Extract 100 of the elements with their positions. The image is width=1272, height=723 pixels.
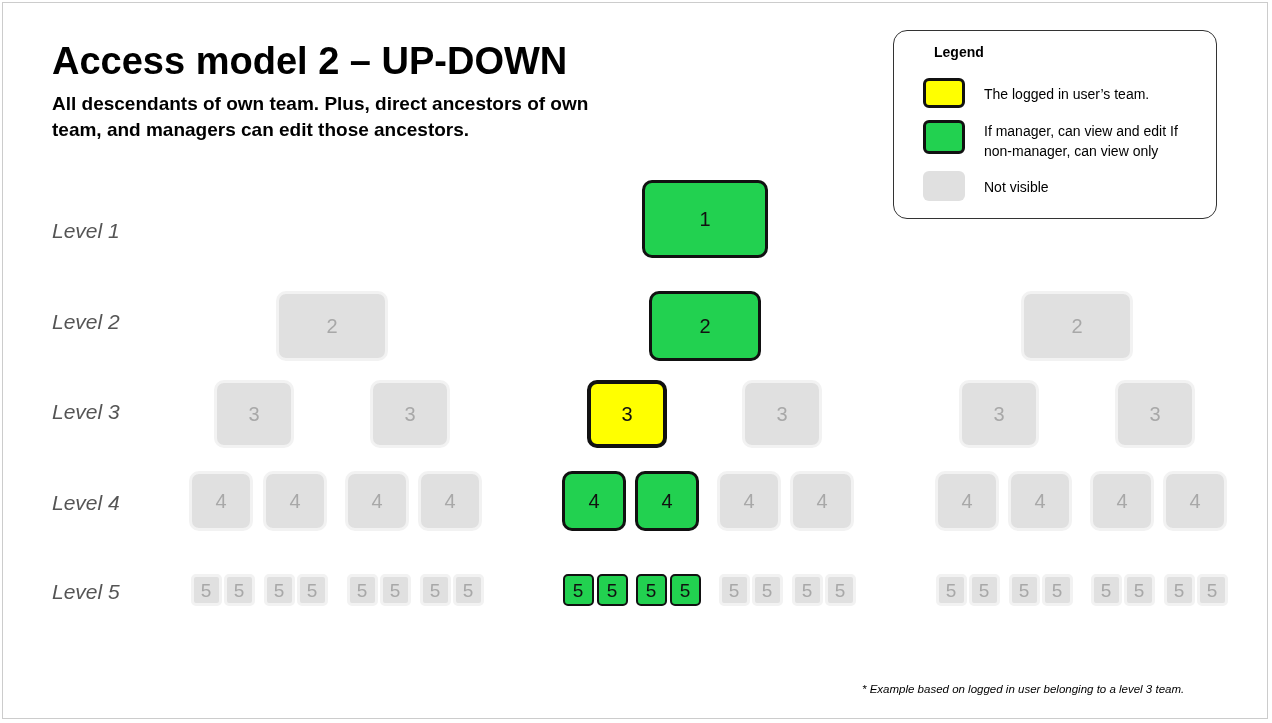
team-level-number: 3 — [404, 404, 416, 424]
hidden-team-box — [1090, 471, 1154, 531]
team-level-number: 1 — [699, 209, 711, 229]
hidden-team-box — [1008, 574, 1040, 606]
footnote: * Example based on logged in user belonging to a level 3 team. — [862, 683, 1185, 695]
hidden-team-box — [1021, 291, 1133, 361]
team-level-number: 5 — [645, 580, 657, 600]
team-level-number: 4 — [215, 491, 227, 511]
team-level-number: 5 — [356, 580, 368, 600]
team-level-number: 2 — [699, 316, 711, 336]
team-level-number: 4 — [444, 491, 456, 511]
hidden-team-box — [296, 574, 328, 606]
legend-text: The logged in user’s team. — [984, 85, 1151, 104]
hidden-team-box — [968, 574, 1000, 606]
team-level-number: 5 — [1173, 580, 1185, 600]
hidden-team-box — [1123, 574, 1155, 606]
level-label: Level 5 — [52, 580, 120, 604]
team-level-number: 5 — [679, 580, 691, 600]
title: Access model 2 – UP-DOWN — [52, 40, 568, 83]
team-level-number: 3 — [621, 404, 633, 424]
team-level-number: 4 — [816, 491, 828, 511]
visible-team-box — [562, 471, 626, 531]
team-level-number: 5 — [801, 580, 813, 600]
visible-team-box — [635, 574, 667, 606]
team-level-number: 5 — [1051, 580, 1063, 600]
hidden-team-box — [1008, 471, 1072, 531]
hidden-team-box — [718, 574, 750, 606]
team-level-number: 5 — [306, 580, 318, 600]
subtitle: All descendants of own team. Plus, direct ancestors of own team, and managers can edit those ancestors. — [52, 92, 590, 142]
hidden-team-box — [1163, 574, 1195, 606]
hidden-team-box — [452, 574, 484, 606]
hidden-team-box — [751, 574, 783, 606]
team-level-number: 5 — [1206, 580, 1218, 600]
legend-text: If manager, can view and edit If non-manager, can view only — [984, 122, 1179, 162]
team-level-number: 5 — [200, 580, 212, 600]
hidden-team-box — [370, 380, 450, 448]
level-label: Level 2 — [52, 310, 120, 334]
team-level-number: 5 — [429, 580, 441, 600]
team-level-number: 4 — [961, 491, 973, 511]
hidden-team-box — [1090, 574, 1122, 606]
own-team-box — [587, 380, 667, 448]
team-level-number: 5 — [462, 580, 474, 600]
hidden-team-box — [190, 574, 222, 606]
hidden-team-box — [418, 471, 482, 531]
hidden-team-box — [189, 471, 253, 531]
team-level-number: 2 — [1071, 316, 1083, 336]
team-level-number: 5 — [389, 580, 401, 600]
team-level-number: 3 — [248, 404, 260, 424]
hidden-team-box — [935, 574, 967, 606]
team-level-number: 5 — [834, 580, 846, 600]
hidden-team-box — [791, 574, 823, 606]
team-level-number: 4 — [1034, 491, 1046, 511]
team-level-number: 3 — [776, 404, 788, 424]
team-level-number: 5 — [761, 580, 773, 600]
team-level-number: 5 — [945, 580, 957, 600]
legend-text: Not visible — [984, 178, 1050, 197]
hidden-team-box — [1041, 574, 1073, 606]
hidden-team-box — [1196, 574, 1228, 606]
team-level-number: 5 — [233, 580, 245, 600]
hidden-team-box — [346, 574, 378, 606]
hidden-team-box — [824, 574, 856, 606]
visible-team-box — [562, 574, 594, 606]
team-level-number: 5 — [1018, 580, 1030, 600]
level-label: Level 3 — [52, 400, 120, 424]
hidden-team-box — [223, 574, 255, 606]
team-level-number: 4 — [1189, 491, 1201, 511]
hidden-team-box — [1163, 471, 1227, 531]
hidden-team-box — [717, 471, 781, 531]
hidden-team-box — [214, 380, 294, 448]
team-level-number: 4 — [588, 491, 600, 511]
hidden-team-box — [935, 471, 999, 531]
level-label: Level 1 — [52, 219, 120, 243]
visible-team-box — [649, 291, 761, 361]
team-level-number: 5 — [1133, 580, 1145, 600]
team-level-number: 5 — [728, 580, 740, 600]
visible-team-box — [596, 574, 628, 606]
team-level-number: 4 — [371, 491, 383, 511]
team-level-number: 4 — [661, 491, 673, 511]
team-level-number: 4 — [743, 491, 755, 511]
team-level-number: 4 — [289, 491, 301, 511]
hidden-team-box — [263, 471, 327, 531]
team-level-number: 5 — [572, 580, 584, 600]
visible-team-box — [669, 574, 701, 606]
team-level-number: 5 — [978, 580, 990, 600]
hidden-team-box — [742, 380, 822, 448]
team-level-number: 5 — [606, 580, 618, 600]
team-level-number: 5 — [1100, 580, 1112, 600]
hidden-team-box — [419, 574, 451, 606]
hidden-team-box — [1115, 380, 1195, 448]
hidden-team-box — [345, 471, 409, 531]
team-level-number: 4 — [1116, 491, 1128, 511]
legend-heading: Legend — [934, 44, 985, 60]
team-level-number: 2 — [326, 316, 338, 336]
team-level-number: 5 — [273, 580, 285, 600]
hidden-team-box — [379, 574, 411, 606]
hidden-team-box — [959, 380, 1039, 448]
visible-team-box — [635, 471, 699, 531]
team-level-number: 3 — [1149, 404, 1161, 424]
visible-team-box — [642, 180, 768, 258]
hidden-team-box — [276, 291, 388, 361]
